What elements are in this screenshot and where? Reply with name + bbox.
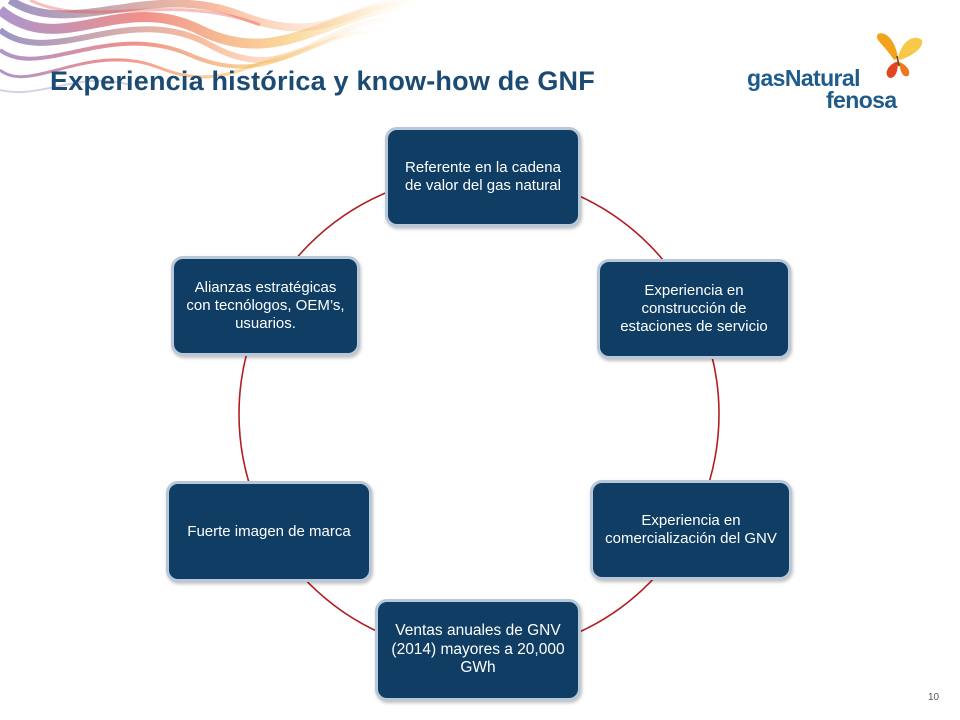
cycle-node-annual-sales: Ventas anuales de GNV (2014) mayores a 2… (375, 599, 581, 701)
cycle-node-label: Referente en la cadena de valor del gas … (405, 159, 561, 194)
cycle-node-brand-image: Fuerte imagen de marca (166, 481, 372, 582)
cycle-node-label: Alianzas estratégicas con tecnólogos, OE… (186, 279, 345, 332)
butterfly-icon (876, 33, 923, 78)
page-number: 10 (928, 692, 940, 703)
company-logo: gasNatural fenosa (745, 32, 935, 118)
logo-text-fenosa: fenosa (826, 87, 897, 113)
cycle-node-gnv-commercialization: Experiencia en comercialización del GNV (590, 480, 792, 580)
cycle-node-label: Fuerte imagen de marca (187, 522, 351, 540)
decorative-flourish (0, 0, 420, 94)
cycle-node-label: Ventas anuales de GNV (2014) mayores a 2… (391, 622, 565, 677)
cycle-node-strategic-alliances: Alianzas estratégicas con tecnólogos, OE… (171, 256, 360, 356)
cycle-node-station-construction: Experiencia en construcción de estacione… (597, 259, 791, 359)
logo-text-gasnatural: gasNatural (747, 65, 860, 91)
cycle-node-label: Experiencia en construcción de estacione… (620, 282, 768, 335)
cycle-node-label: Experiencia en comercialización del GNV (605, 512, 777, 547)
cycle-node-value-chain: Referente en la cadena de valor del gas … (385, 127, 581, 227)
slide-title: Experiencia histórica y know-how de GNF (50, 66, 595, 96)
